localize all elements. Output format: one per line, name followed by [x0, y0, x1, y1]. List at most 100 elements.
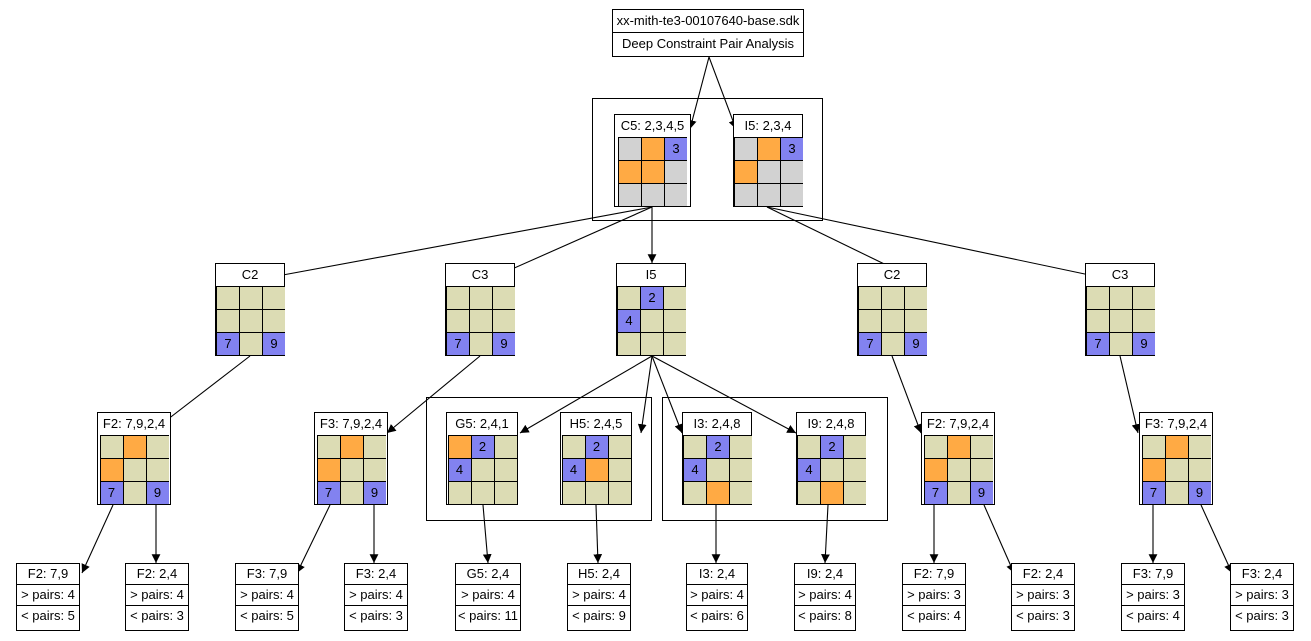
- grid-cell: [664, 333, 686, 355]
- grid-cell: [585, 482, 608, 504]
- grid-cell: [100, 459, 123, 481]
- grid-cell: [924, 459, 947, 481]
- grid-cell: [798, 436, 820, 458]
- node-title: F2: 7,9,2,4: [102, 416, 166, 431]
- edge-arrow: [708, 56, 738, 130]
- grid-cell: 7: [100, 482, 123, 504]
- grid-cell: [470, 333, 492, 355]
- leaf-more-pairs: > pairs: 3: [903, 584, 965, 605]
- leaf-less-pairs: < pairs: 9: [568, 605, 630, 626]
- grid-cell: [882, 287, 904, 309]
- leaf-more-pairs: > pairs: 3: [1012, 584, 1074, 605]
- leaf-less-pairs: < pairs: 4: [1122, 605, 1184, 626]
- grid-cell: [821, 459, 843, 481]
- leaf-more-pairs: > pairs: 4: [687, 584, 747, 605]
- root-filename: xx-mith-te3-00107640-base.sdk: [616, 13, 800, 28]
- leaf-less-pairs: < pairs: 8: [795, 605, 855, 626]
- grid-cell: [618, 287, 640, 309]
- grid-cell: [758, 161, 780, 183]
- grid-cell: [123, 482, 146, 504]
- node-title: I3: 2,4,8: [693, 416, 741, 431]
- grid-cell: 7: [317, 482, 340, 504]
- grid-cell: [758, 184, 780, 206]
- leaf-f3-79-right: F3: 7,9 > pairs: 3 < pairs: 4: [1121, 563, 1185, 631]
- grid-cell: 3: [781, 138, 803, 160]
- leaf-less-pairs: < pairs: 6: [687, 605, 747, 626]
- grid-cell: [317, 436, 340, 458]
- leaf-less-pairs: < pairs: 5: [236, 605, 298, 626]
- grid-cell: [642, 138, 664, 160]
- grid-cell: [1165, 482, 1188, 504]
- grid-cell: 7: [217, 333, 239, 355]
- leaf-f2-79-left: F2: 7,9 > pairs: 4 < pairs: 5: [16, 563, 80, 631]
- grid-cell: [619, 161, 641, 183]
- leaf-i3-24: I3: 2,4 > pairs: 4 < pairs: 6: [686, 563, 748, 631]
- node-title: I5: [645, 267, 657, 282]
- edge-arrow: [593, 504, 603, 564]
- grid-cell: [758, 138, 780, 160]
- grid-cell: [642, 161, 664, 183]
- grid-cell: [641, 310, 663, 332]
- grid-cell: [123, 436, 146, 458]
- edge-arrow: [519, 355, 653, 434]
- grid-cell: [821, 482, 843, 504]
- grid-cell: [494, 436, 517, 458]
- grid-cell: [735, 184, 757, 206]
- grid-cell: [619, 184, 641, 206]
- mini-grid: 3: [734, 137, 803, 206]
- grid-cell: [146, 436, 169, 458]
- node-title: I9: 2,4,8: [807, 416, 855, 431]
- leaf-less-pairs: < pairs: 3: [1231, 605, 1293, 626]
- leaf-more-pairs: > pairs: 4: [345, 584, 407, 605]
- grid-cell: [641, 333, 663, 355]
- edge-arrow: [983, 504, 1015, 574]
- grid-cell: 2: [471, 436, 494, 458]
- grid-cell: 4: [448, 459, 471, 481]
- grid-cell: [494, 459, 517, 481]
- leaf-less-pairs: < pairs: 5: [17, 605, 79, 626]
- grid-cell: [1188, 436, 1211, 458]
- grid-cell: [1142, 436, 1165, 458]
- edge-arrow: [651, 355, 797, 434]
- leaf-more-pairs: > pairs: 3: [1122, 584, 1184, 605]
- grid-cell: [1142, 459, 1165, 481]
- leaf-less-pairs: < pairs: 11: [456, 605, 520, 626]
- grid-cell: [947, 482, 970, 504]
- grid-cell: [340, 459, 363, 481]
- grid-cell: [562, 482, 585, 504]
- grid-cell: [707, 459, 729, 481]
- grid-cell: 7: [859, 333, 881, 355]
- node-title: F2: 7,9,2,4: [926, 416, 990, 431]
- edge-arrow: [1119, 355, 1141, 434]
- grid-cell: [924, 436, 947, 458]
- node-title: G5: 2,4,1: [455, 416, 509, 431]
- grid-cell: [665, 161, 687, 183]
- root-subtitle: Deep Constraint Pair Analysis: [613, 32, 803, 55]
- grid-cell: 9: [493, 333, 515, 355]
- edge-arrow: [482, 504, 492, 564]
- grid-cell: 4: [684, 459, 706, 481]
- grid-cell: [730, 436, 752, 458]
- grid-cell: [735, 138, 757, 160]
- grid-cell: [970, 436, 993, 458]
- node-title: H5: 2,4,5: [569, 416, 623, 431]
- node-title: C3: [471, 267, 489, 282]
- leaf-f2-79-right: F2: 7,9 > pairs: 3 < pairs: 4: [902, 563, 966, 631]
- leaf-title: F3: 7,9: [1132, 566, 1174, 581]
- grid-cell: [844, 436, 866, 458]
- node-title: C3: [1111, 267, 1129, 282]
- leaf-i9-24: I9: 2,4 > pairs: 4 < pairs: 8: [794, 563, 856, 631]
- i3-i9-group-frame: [662, 397, 888, 521]
- grid-cell: [1165, 459, 1188, 481]
- leaf-title: G5: 2,4: [466, 566, 510, 581]
